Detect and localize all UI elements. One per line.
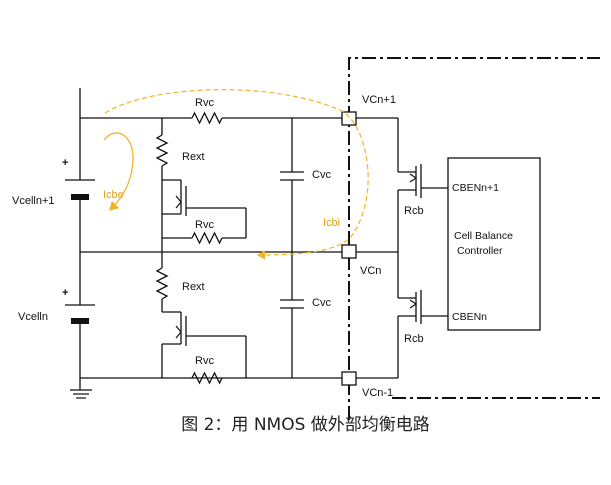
- plus-sign-top: +: [62, 157, 68, 169]
- rvc-top-label: Rvc: [195, 97, 214, 109]
- cvc-top-capacitor: [280, 118, 304, 252]
- icbi-current-path: [104, 89, 369, 260]
- controller-title-line1: Cell Balance: [454, 230, 513, 242]
- battery-cell-bottom: [65, 304, 95, 324]
- controller-title-line2: Controller: [457, 245, 503, 257]
- rext-top-resistor: [155, 134, 169, 167]
- rext-top-label: Rext: [182, 151, 205, 163]
- internal-switch-top: [397, 118, 448, 252]
- vcell-top-label: Vcelln+1: [12, 195, 55, 207]
- icbe-current-path: [103, 132, 134, 211]
- rvc-top-resistor: [191, 111, 223, 125]
- rext-bottom-resistor: [155, 267, 169, 300]
- figure-caption: 图 2：用 NMOS 做外部均衡电路: [181, 415, 430, 435]
- nmos-bottom-arrow-icon: [175, 325, 182, 339]
- internal-switch-bottom: [397, 252, 448, 378]
- rcb-bottom-label: Rcb: [404, 333, 424, 345]
- ground-icon: [70, 389, 92, 399]
- cben-top-label: CBENn+1: [452, 182, 499, 194]
- rvc-mid-resistor: [191, 231, 223, 245]
- switch-top-arrow-icon: [409, 173, 418, 183]
- cben-bottom-label: CBENn: [452, 311, 487, 323]
- vcn-label: VCn: [360, 265, 381, 277]
- cvc-bottom-capacitor: [280, 252, 304, 378]
- rvc-bottom-label: Rvc: [195, 355, 214, 367]
- icbe-label: Icbe: [103, 189, 124, 201]
- pin-vcn: [341, 244, 357, 259]
- vcn-plus-label: VCn+1: [362, 94, 396, 106]
- nmos-top-arrow-icon: [175, 195, 182, 209]
- vcell-bottom-label: Vcelln: [18, 311, 48, 323]
- rext-bottom-label: Rext: [182, 281, 205, 293]
- rails: [80, 117, 398, 379]
- rcb-top-label: Rcb: [404, 205, 424, 217]
- cell-balance-controller: [447, 157, 541, 331]
- cvc-bottom-label: Cvc: [312, 297, 331, 309]
- rvc-mid-label: Rvc: [195, 219, 214, 231]
- plus-sign-bottom: +: [62, 287, 68, 299]
- vcn-minus-label: VCn-1: [362, 387, 393, 399]
- chip-boundary: [348, 57, 600, 420]
- battery-cell-top: [65, 179, 95, 200]
- rvc-bottom-resistor: [191, 371, 223, 385]
- icbi-label: Icbi: [323, 217, 340, 229]
- upper-branch: [155, 118, 247, 252]
- switch-bottom-arrow-icon: [409, 299, 418, 309]
- lower-branch: [155, 252, 247, 378]
- cvc-top-label: Cvc: [312, 169, 331, 181]
- pin-vcn-minus: [341, 371, 357, 386]
